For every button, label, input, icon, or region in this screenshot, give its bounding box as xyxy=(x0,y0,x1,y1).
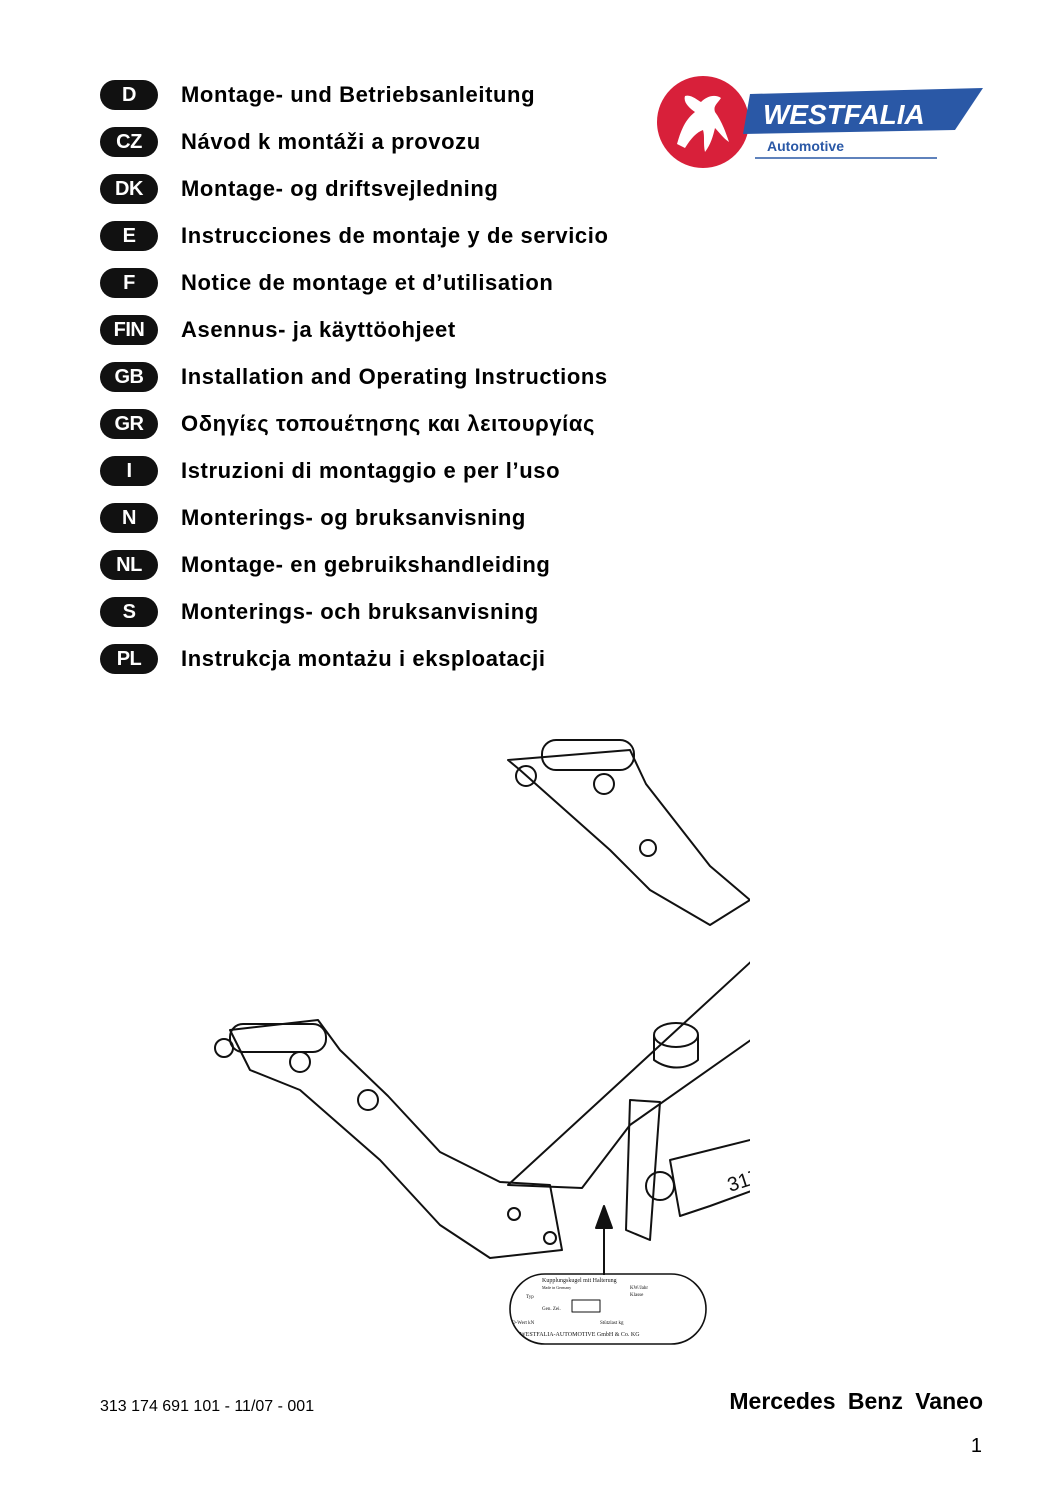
language-row: CZ Návod k montáži a provozu xyxy=(100,125,481,159)
hole-icon xyxy=(543,1231,557,1245)
language-code-badge: N xyxy=(100,503,158,533)
bolt-icon xyxy=(639,839,657,857)
bolt-icon xyxy=(214,1038,234,1058)
language-row: S Monterings- och bruksanvisning xyxy=(100,595,539,629)
bolt-icon xyxy=(515,765,537,787)
plate-line1: Kupplungskugel mit Halterung xyxy=(542,1278,617,1284)
language-row: D Montage- und Betriebsanleitung xyxy=(100,78,535,112)
language-code-badge: FIN xyxy=(100,315,158,345)
plate-typ: Typ xyxy=(526,1295,534,1300)
document-number: 313 174 691 101 - 11/07 - 001 xyxy=(100,1398,315,1415)
plate-line1b: Made in Germany xyxy=(542,1285,571,1290)
language-row: I Istruzioni di montaggio e per l’uso xyxy=(100,454,560,488)
language-title: Installation and Operating Instructions xyxy=(181,364,608,389)
language-code-badge: F xyxy=(100,268,158,298)
socket-body xyxy=(653,1035,699,1069)
left-bracket xyxy=(229,1019,563,1259)
language-row: DK Montage- og driftsvejledning xyxy=(100,172,498,206)
language-code-badge: DK xyxy=(100,174,158,204)
language-title: Asennus- ja käyttöohjeet xyxy=(181,317,456,342)
logo-brand-text: WESTFALIA xyxy=(763,99,925,130)
logo-blue-banner xyxy=(743,88,983,134)
language-title: Návod k montáži a provozu xyxy=(181,129,481,154)
language-title: Istruzioni di montaggio e per l’uso xyxy=(181,458,561,483)
language-code-badge: GR xyxy=(100,409,158,439)
language-title: Montage- og driftsvejledning xyxy=(181,176,499,201)
bolt-icon xyxy=(593,773,615,795)
cross-tube xyxy=(507,961,750,1189)
language-code-badge: I xyxy=(100,456,158,486)
language-code-badge: NL xyxy=(100,550,158,580)
language-title: Monterings- og bruksanvisning xyxy=(181,505,526,530)
type-plate xyxy=(509,1273,707,1345)
left-bracket-tube xyxy=(229,1023,327,1053)
right-bracket xyxy=(507,749,750,926)
language-code-badge: S xyxy=(100,597,158,627)
language-code-badge: D xyxy=(100,80,158,110)
plate-holder xyxy=(625,1099,661,1241)
hole-icon xyxy=(507,1207,521,1221)
tow-bar-drawing: 317 016 Kupplungskugel mit Halterung Mad… xyxy=(214,739,750,1345)
arrow-head-icon xyxy=(595,1205,613,1229)
ball-neck xyxy=(669,1138,750,1217)
language-row: N Monterings- og bruksanvisning xyxy=(100,501,526,535)
language-title: Οδηγίες τοποuέτησης και λειτουργίας xyxy=(181,411,596,436)
plate-stuetz: Stützlast kg xyxy=(600,1321,624,1326)
language-code-badge: E xyxy=(100,221,158,251)
mount-pin xyxy=(645,1171,675,1201)
language-title: Notice de montage et d’utilisation xyxy=(181,270,554,295)
plate-maker: WESTFALIA-AUTOMOTIVE GmbH & Co. KG xyxy=(520,1332,640,1338)
plate-gen: Gen. Zei. xyxy=(542,1307,561,1312)
bolt-icon xyxy=(357,1089,379,1111)
vehicle-name: Mercedes Benz Vaneo xyxy=(729,1388,983,1414)
page-number: 1 xyxy=(970,1435,982,1457)
bolt-icon xyxy=(289,1051,311,1073)
westfalia-logo: WESTFALIA Automotive xyxy=(657,76,983,168)
logo-sub-text: Automotive xyxy=(767,138,844,154)
language-title: Instrukcja montażu i eksploatacji xyxy=(181,646,546,671)
part-number-label: 317 016 xyxy=(725,1153,750,1196)
language-title: Montage- en gebruikshandleiding xyxy=(181,552,551,577)
language-code-badge: GB xyxy=(100,362,158,392)
language-title: Montage- und Betriebsanleitung xyxy=(181,82,536,107)
language-title: Instrucciones de montaje y de servicio xyxy=(181,223,609,248)
plate-dwert: D-Wert kN xyxy=(512,1321,535,1326)
plate-kw: KW/Jahr xyxy=(630,1286,648,1291)
language-row: E Instrucciones de montaje y de servicio xyxy=(100,219,609,253)
language-row: F Notice de montage et d’utilisation xyxy=(100,266,553,300)
language-row: GR Οδηγίες τοποuέτησης και λειτουργίας xyxy=(100,407,595,441)
right-bracket-tube xyxy=(541,739,635,771)
language-row: FIN Asennus- ja käyttöohjeet xyxy=(100,313,456,347)
language-row: PL Instrukcja montażu i eksploatacji xyxy=(100,642,546,676)
language-code-badge: PL xyxy=(100,644,158,674)
socket-icon xyxy=(653,1022,699,1048)
language-code-badge: CZ xyxy=(100,127,158,157)
language-row: NL Montage- en gebruikshandleiding xyxy=(100,548,550,582)
language-title: Monterings- och bruksanvisning xyxy=(181,599,539,624)
horse-icon xyxy=(677,95,729,152)
plate-box xyxy=(571,1299,601,1313)
plate-klasse: Klasse xyxy=(630,1293,644,1298)
language-row: GB Installation and Operating Instruction… xyxy=(100,360,608,394)
